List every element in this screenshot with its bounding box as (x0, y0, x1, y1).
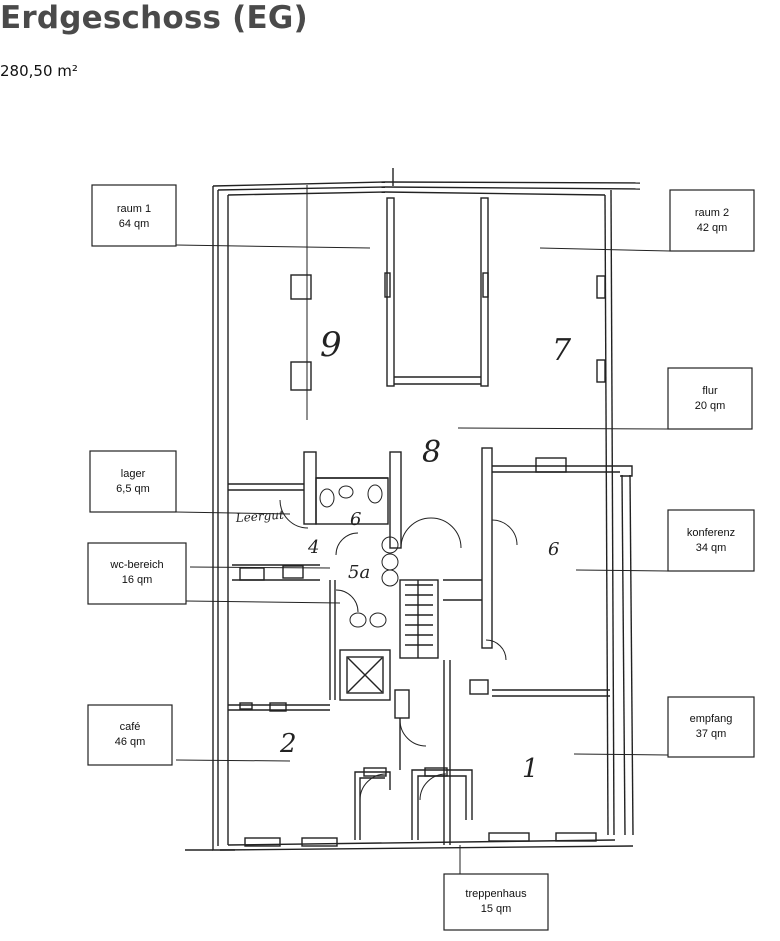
floor-area: 280,50 m² (0, 62, 78, 80)
room-label-size: 6,5 qm (116, 483, 150, 495)
room-label-name: empfang (690, 713, 733, 725)
room-label-name: treppenhaus (465, 888, 527, 900)
handwritten-room-number: 6 (350, 509, 361, 530)
interior-walls (228, 447, 633, 845)
handwritten-room-number: 9 (320, 325, 342, 365)
door-swings (279, 499, 518, 801)
light-shaft (384, 197, 489, 387)
room-label-name: konferenz (687, 527, 735, 539)
leader-lines (175, 244, 671, 874)
handwritten-room-number: 1 (522, 754, 539, 784)
windows (239, 702, 597, 847)
room-label-size: 15 qm (481, 903, 512, 915)
room-label-size: 37 qm (696, 728, 727, 740)
handwritten-room-number: 7 (552, 333, 572, 368)
room-label-name: lager (121, 468, 146, 480)
room-label-name: café (120, 721, 141, 733)
room-label-name: raum 2 (695, 207, 729, 219)
room-label-size: 34 qm (696, 542, 727, 554)
handwritten-room-number: 4 (307, 537, 319, 558)
handwritten-room-number: 2 (279, 729, 297, 759)
fixture-icon (290, 361, 312, 391)
room-label-name: raum 1 (117, 203, 151, 215)
page-title: Erdgeschoss (EG) (0, 0, 308, 36)
room-label-name: flur (702, 385, 718, 397)
handwritten-room-number: 5a (348, 562, 370, 583)
room-label-size: 46 qm (115, 736, 146, 748)
room-label-size: 64 qm (119, 218, 150, 230)
handwritten-note: Leergut (234, 508, 284, 525)
room-label-name: wc-bereich (109, 559, 163, 571)
fixture-icon (290, 274, 312, 300)
stairwell-doors (354, 767, 473, 840)
handwritten-room-number: 8 (422, 435, 441, 470)
room-label-size: 16 qm (122, 574, 153, 586)
handwritten-room-number: 6 (548, 539, 559, 560)
toilet-icon (319, 484, 399, 628)
room-label-size: 20 qm (695, 400, 726, 412)
room-label-size: 42 qm (697, 222, 728, 234)
